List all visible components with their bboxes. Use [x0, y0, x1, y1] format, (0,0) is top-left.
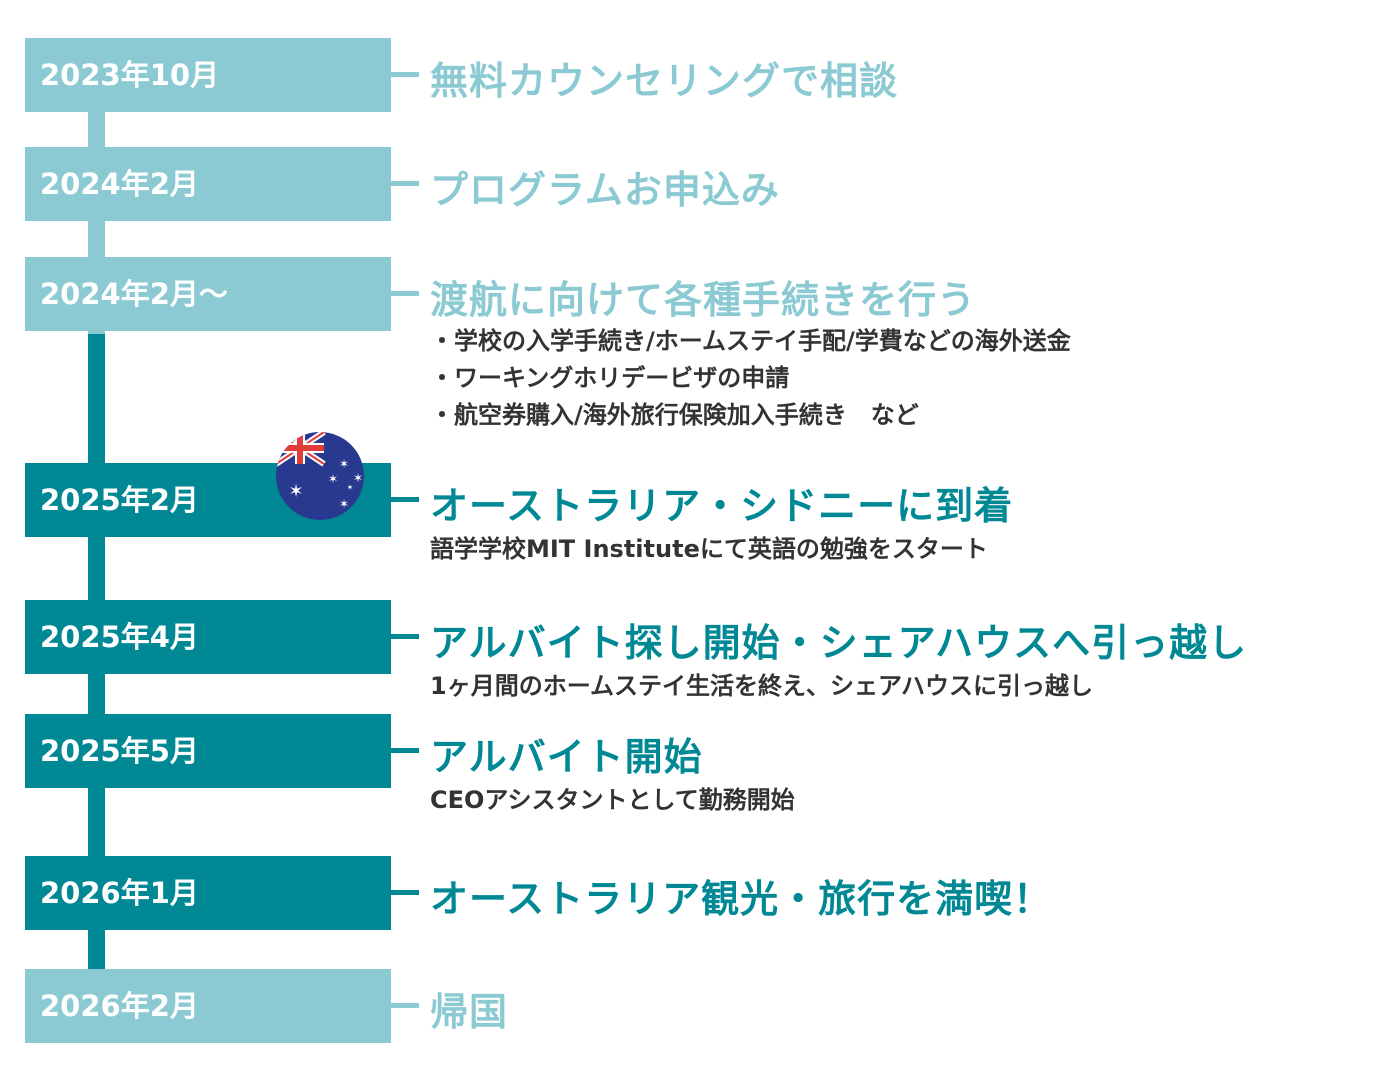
- date-label: 2026年1月: [25, 856, 391, 930]
- svg-text:✶: ✶: [288, 481, 303, 502]
- event-title: 無料カウンセリングで相談: [430, 59, 899, 103]
- timeline-item: 2024年2月 プログラムお申込み: [25, 147, 1365, 221]
- event-title: プログラムお申込み: [430, 168, 780, 212]
- event-title: オーストラリア・シドニーに到着: [430, 484, 1014, 528]
- svg-text:✶: ✶: [353, 471, 363, 485]
- event-detail: ・学校の入学手続き/ホームステイ手配/学費などの海外送金: [430, 327, 1071, 355]
- event-detail: 語学学校MIT Instituteにて英語の勉強をスタート: [430, 535, 988, 563]
- timeline-item: 2024年2月〜 渡航に向けて各種手続きを行う・学校の入学手続き/ホームステイ手…: [25, 257, 1365, 429]
- date-label: 2024年2月: [25, 147, 391, 221]
- connector: [391, 497, 419, 502]
- event-detail: ・ワーキングホリデービザの申請: [430, 364, 790, 392]
- event-title: オーストラリア観光・旅行を満喫！: [430, 877, 1053, 921]
- connector: [391, 634, 419, 639]
- timeline-item: 2025年4月 アルバイト探し開始・シェアハウスへ引っ越し 1ヶ月間のホームステイ…: [25, 600, 1365, 700]
- event-detail: ・航空券購入/海外旅行保険加入手続き など: [430, 401, 919, 429]
- australia-flag-icon: ✶✶✶ ✶✶✶: [276, 432, 364, 520]
- svg-text:✶: ✶: [328, 472, 338, 486]
- svg-text:✶: ✶: [339, 497, 349, 511]
- event-title: アルバイト開始: [430, 735, 703, 779]
- event-detail: CEOアシスタントとして勤務開始: [430, 786, 795, 814]
- event-title: 渡航に向けて各種手続きを行う: [430, 278, 977, 322]
- event-detail: 1ヶ月間のホームステイ生活を終え、シェアハウスに引っ越し: [430, 672, 1094, 700]
- event-title: アルバイト探し開始・シェアハウスへ引っ越し: [430, 621, 1248, 665]
- svg-text:✶: ✶: [339, 457, 349, 471]
- timeline-item: 2026年2月 帰国: [25, 969, 1365, 1043]
- date-label: 2025年5月: [25, 714, 391, 788]
- connector: [391, 890, 419, 895]
- svg-text:✶: ✶: [347, 483, 354, 492]
- event-title: 帰国: [430, 990, 509, 1034]
- date-label: 2025年4月: [25, 600, 391, 674]
- connector: [391, 181, 419, 186]
- connector: [391, 748, 419, 753]
- connector: [391, 291, 419, 296]
- timeline-item: 2025年5月 アルバイト開始 CEOアシスタントとして勤務開始: [25, 714, 1365, 814]
- connector: [391, 72, 419, 77]
- date-label: 2023年10月: [25, 38, 391, 112]
- timeline-item: 2026年1月 オーストラリア観光・旅行を満喫！: [25, 856, 1365, 930]
- connector: [391, 1003, 419, 1008]
- timeline-item: 2025年2月 オーストラリア・シドニーに到着語学学校MIT Institute…: [25, 463, 1365, 563]
- date-label: 2024年2月〜: [25, 257, 391, 331]
- timeline-item: 2023年10月 無料カウンセリングで相談: [25, 38, 1365, 112]
- date-label: 2026年2月: [25, 969, 391, 1043]
